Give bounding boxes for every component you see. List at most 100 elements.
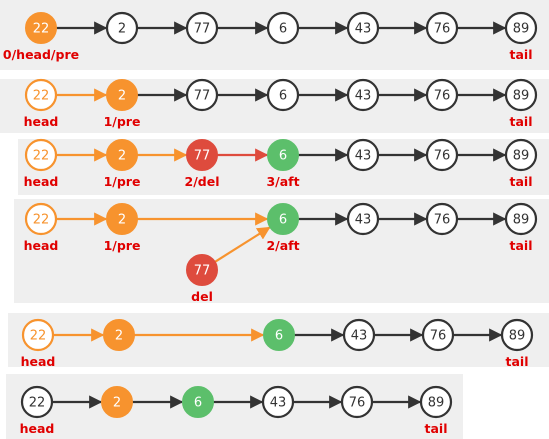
list-node-77: 77 [185, 11, 219, 45]
list-node-2: 2 [105, 11, 139, 45]
node-value: 77 [194, 22, 211, 37]
node-pointer-label: head [24, 174, 59, 189]
node-circle [500, 318, 534, 352]
node-value: 22 [30, 329, 47, 344]
node-pointer-label: tail [510, 238, 533, 253]
node-pointer-label: 1/pre [104, 238, 141, 253]
list-node-76: 76 [425, 202, 459, 236]
node-circle [425, 11, 459, 45]
list-node-2: 2 [106, 79, 138, 111]
node-circle [504, 202, 538, 236]
list-node-6: 6 [266, 78, 300, 112]
node-pointer-label: head [24, 114, 59, 129]
list-node-6: 6 [267, 139, 299, 171]
list-node-76: 76 [421, 318, 455, 352]
node-circle [186, 139, 218, 171]
node-value: 22 [33, 213, 50, 228]
node-circle [504, 78, 538, 112]
node-value: 43 [351, 329, 368, 344]
node-value: 2 [115, 329, 123, 344]
list-node-2: 2 [106, 139, 138, 171]
list-node-43: 43 [346, 138, 380, 172]
step-panel-6 [6, 374, 463, 439]
node-value: 43 [355, 213, 372, 228]
list-node-22: 22 [24, 78, 58, 112]
list-node-43: 43 [346, 11, 380, 45]
node-value: 76 [434, 89, 451, 104]
node-value: 77 [194, 89, 211, 104]
list-node-76: 76 [340, 385, 374, 419]
node-value: 6 [279, 149, 287, 164]
node-circle [263, 319, 295, 351]
node-value: 43 [355, 89, 372, 104]
node-circle [185, 78, 219, 112]
node-pointer-label: del [191, 289, 213, 304]
node-pointer-label: head [24, 238, 59, 253]
list-node-22: 22 [24, 202, 58, 236]
node-value: 89 [513, 89, 530, 104]
node-value: 22 [33, 149, 50, 164]
list-node-76: 76 [425, 11, 459, 45]
node-value: 76 [349, 396, 366, 411]
node-circle [267, 203, 299, 235]
node-pointer-label: 1/pre [104, 174, 141, 189]
node-circle [346, 138, 380, 172]
node-value: 43 [355, 149, 372, 164]
node-circle [185, 11, 219, 45]
node-value: 6 [275, 329, 283, 344]
list-node-22: 22 [25, 12, 57, 44]
node-pointer-label: 3/aft [266, 174, 299, 189]
list-node-89: 89 [504, 138, 538, 172]
node-circle [504, 138, 538, 172]
node-value: 89 [513, 22, 530, 37]
node-value: 77 [194, 149, 211, 164]
list-node-6: 6 [266, 11, 300, 45]
list-node-76: 76 [425, 138, 459, 172]
arrow-r4del-to-r4n4 [214, 226, 271, 263]
node-circle [504, 11, 538, 45]
list-node-89: 89 [500, 318, 534, 352]
node-circle [266, 78, 300, 112]
node-value: 22 [33, 89, 50, 104]
node-pointer-label: 0/head/pre [3, 47, 79, 62]
node-circle [421, 318, 455, 352]
node-pointer-label: 1/pre [104, 114, 141, 129]
node-circle [106, 139, 138, 171]
node-circle [425, 202, 459, 236]
list-node-43: 43 [346, 78, 380, 112]
list-node-76: 76 [425, 78, 459, 112]
node-value: 2 [118, 213, 126, 228]
list-node-89: 89 [504, 11, 538, 45]
node-pointer-label: head [20, 421, 55, 436]
node-circle [342, 318, 376, 352]
node-circle [20, 385, 54, 419]
list-node-22: 22 [21, 318, 55, 352]
node-value: 2 [118, 149, 126, 164]
list-node-43: 43 [342, 318, 376, 352]
node-value: 22 [29, 396, 46, 411]
node-circle [24, 138, 58, 172]
list-node-89: 89 [504, 78, 538, 112]
node-value: 76 [434, 149, 451, 164]
node-value: 43 [270, 396, 287, 411]
node-circle [25, 12, 57, 44]
list-node-89: 89 [504, 202, 538, 236]
list-node-22: 22 [24, 138, 58, 172]
node-circle [21, 318, 55, 352]
node-value: 2 [113, 396, 121, 411]
list-node-22: 22 [20, 385, 54, 419]
node-pointer-label: tail [510, 114, 533, 129]
node-pointer-label: head [21, 354, 56, 369]
node-circle [105, 11, 139, 45]
node-value: 76 [434, 22, 451, 37]
node-circle [425, 78, 459, 112]
node-circle [186, 254, 218, 286]
node-value: 89 [513, 149, 530, 164]
node-circle [106, 79, 138, 111]
